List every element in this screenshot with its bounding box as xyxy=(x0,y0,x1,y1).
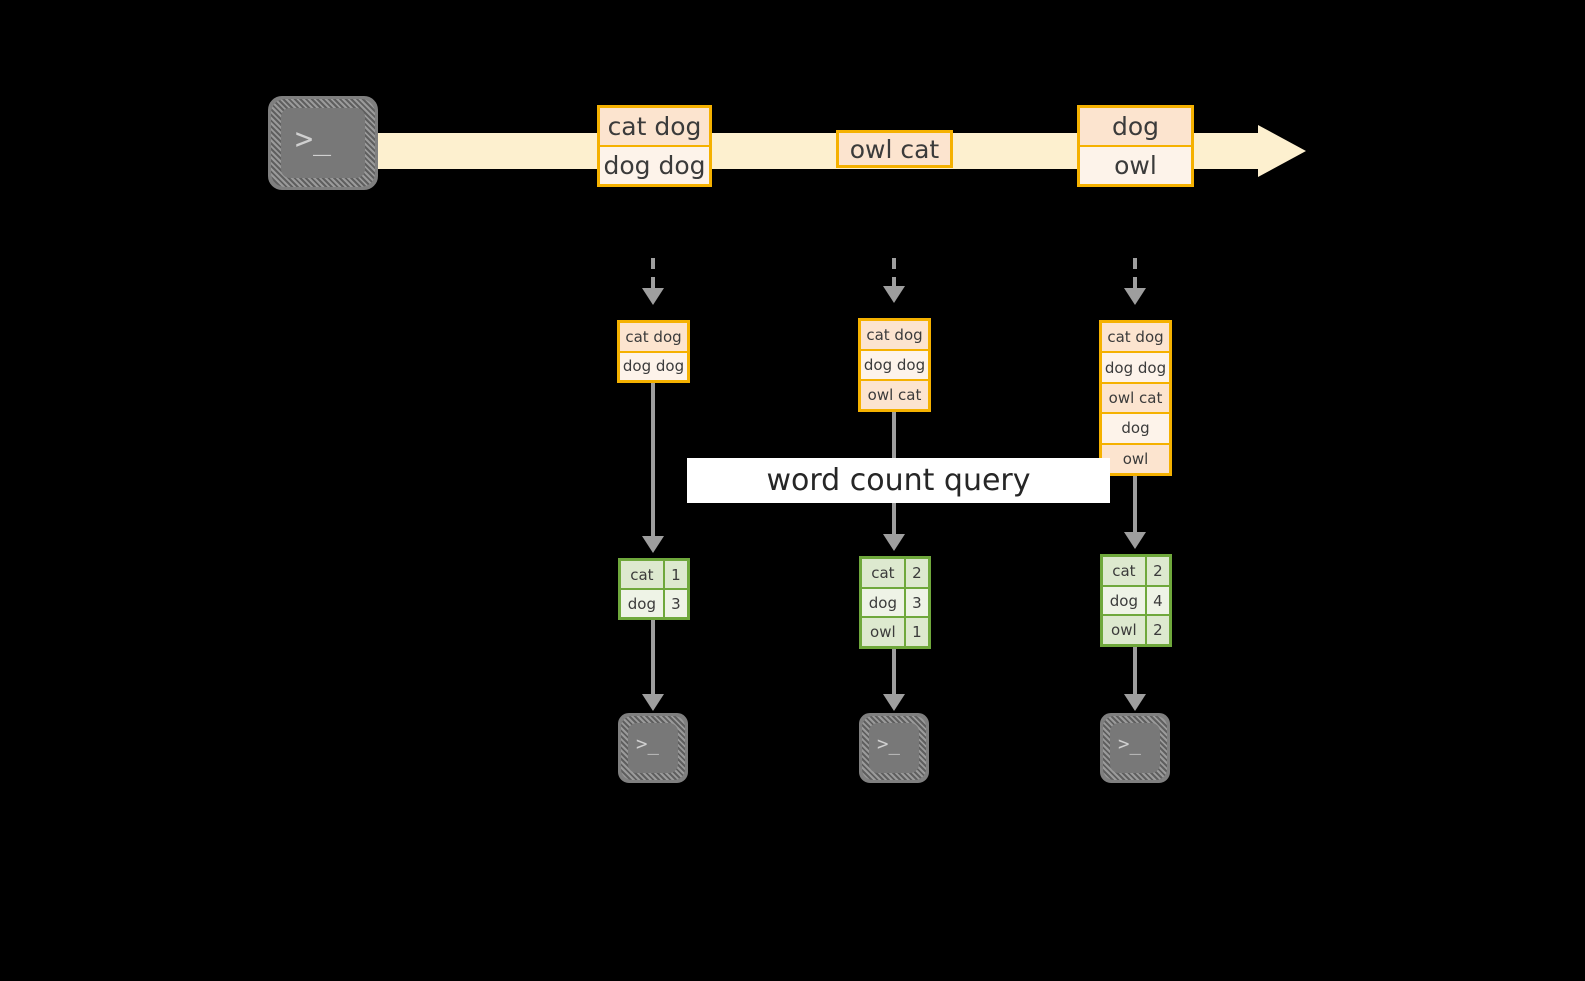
terminal-screen xyxy=(281,108,365,178)
stream-message-line: dog xyxy=(1080,108,1191,147)
table-cell-word: cat xyxy=(862,559,906,587)
stream-message-2[interactable]: owl cat xyxy=(836,130,953,168)
inbox-row: owl xyxy=(1102,444,1169,474)
tap-arrow-line-2 xyxy=(892,258,896,288)
table-cell-count: 3 xyxy=(664,590,687,617)
table-cell-word: dog xyxy=(862,588,906,617)
table-row: owl 1 xyxy=(862,618,928,647)
sink-terminal-icon-3[interactable]: >_ xyxy=(1100,713,1170,783)
table-cell-word: cat xyxy=(621,561,665,588)
terminal-screen xyxy=(628,723,678,773)
inbox-row: cat dog xyxy=(1102,323,1169,354)
table-cell-count: 2 xyxy=(1146,557,1169,585)
table-row: cat 2 xyxy=(1103,557,1169,587)
tap-arrow-line-3 xyxy=(1133,258,1137,290)
terminal-prompt-glyph: >_ xyxy=(877,733,900,755)
table-cell-count: 4 xyxy=(1146,586,1169,615)
sink-arrow-line-1 xyxy=(651,620,655,695)
query-label: word count query xyxy=(766,463,1031,498)
tap-arrow-head-2 xyxy=(883,286,905,303)
inbox-row: dog dog xyxy=(1102,353,1169,384)
tap-arrow-head-1 xyxy=(642,288,664,305)
stream-message-line: owl xyxy=(1080,147,1191,184)
inbox-stack-1[interactable]: cat dog dog dog xyxy=(617,320,690,383)
terminal-prompt-glyph: >_ xyxy=(295,122,332,157)
table-cell-count: 2 xyxy=(905,559,928,587)
stream-message-1[interactable]: cat dog dog dog xyxy=(597,105,712,187)
query-arrow-head-2 xyxy=(883,534,905,551)
sink-arrow-head-3 xyxy=(1124,694,1146,711)
tap-arrow-line-1 xyxy=(651,258,655,290)
table-cell-word: dog xyxy=(1103,586,1147,615)
table-cell-count: 1 xyxy=(905,618,928,647)
stream-message-line: cat dog xyxy=(600,108,709,147)
table-cell-word: dog xyxy=(621,590,665,617)
table-row: cat 1 xyxy=(621,561,687,590)
stream-message-line: owl cat xyxy=(839,133,950,165)
table-row: cat 2 xyxy=(862,559,928,589)
sink-arrow-line-3 xyxy=(1133,647,1137,695)
inbox-row: dog xyxy=(1102,414,1169,445)
inbox-row: cat dog xyxy=(620,323,687,353)
table-row: owl 2 xyxy=(1103,616,1169,645)
table-cell-word: cat xyxy=(1103,557,1147,585)
table-row: dog 3 xyxy=(862,588,928,619)
terminal-screen xyxy=(1110,723,1160,773)
query-arrow-head-3 xyxy=(1124,532,1146,549)
sink-terminal-icon-1[interactable]: >_ xyxy=(618,713,688,783)
sink-arrow-head-2 xyxy=(883,694,905,711)
inbox-row: owl cat xyxy=(861,381,928,409)
inbox-stack-3[interactable]: cat dog dog dog owl cat dog owl xyxy=(1099,320,1172,476)
inbox-row: dog dog xyxy=(620,352,687,380)
table-cell-count: 3 xyxy=(905,588,928,617)
terminal-screen xyxy=(869,723,919,773)
inbox-row: owl cat xyxy=(1102,383,1169,415)
query-arrow-line-1 xyxy=(651,383,655,538)
table-cell-count: 2 xyxy=(1146,616,1169,645)
table-row: dog 4 xyxy=(1103,586,1169,617)
table-cell-count: 1 xyxy=(664,561,687,588)
inbox-stack-2[interactable]: cat dog dog dog owl cat xyxy=(858,318,931,412)
query-arrow-head-1 xyxy=(642,536,664,553)
result-table-2[interactable]: cat 2 dog 3 owl 1 xyxy=(859,556,931,649)
table-cell-word: owl xyxy=(1103,616,1147,645)
stream-arrowhead-icon xyxy=(1258,125,1306,177)
result-table-3[interactable]: cat 2 dog 4 owl 2 xyxy=(1100,554,1172,647)
query-label-band: word count query xyxy=(687,458,1110,503)
inbox-row: dog dog xyxy=(861,351,928,381)
sink-arrow-head-1 xyxy=(642,694,664,711)
sink-terminal-icon-2[interactable]: >_ xyxy=(859,713,929,783)
result-table-1[interactable]: cat 1 dog 3 xyxy=(618,558,690,620)
stream-message-line: dog dog xyxy=(600,147,709,184)
sink-arrow-line-2 xyxy=(892,649,896,695)
terminal-prompt-glyph: >_ xyxy=(636,733,659,755)
tap-arrow-head-3 xyxy=(1124,288,1146,305)
inbox-row: cat dog xyxy=(861,321,928,351)
stream-message-3[interactable]: dog owl xyxy=(1077,105,1194,187)
table-row: dog 3 xyxy=(621,590,687,617)
source-terminal-icon[interactable]: >_ xyxy=(268,96,378,190)
table-cell-word: owl xyxy=(862,618,906,647)
terminal-prompt-glyph: >_ xyxy=(1118,733,1141,755)
query-arrow-line-3 xyxy=(1133,476,1137,534)
